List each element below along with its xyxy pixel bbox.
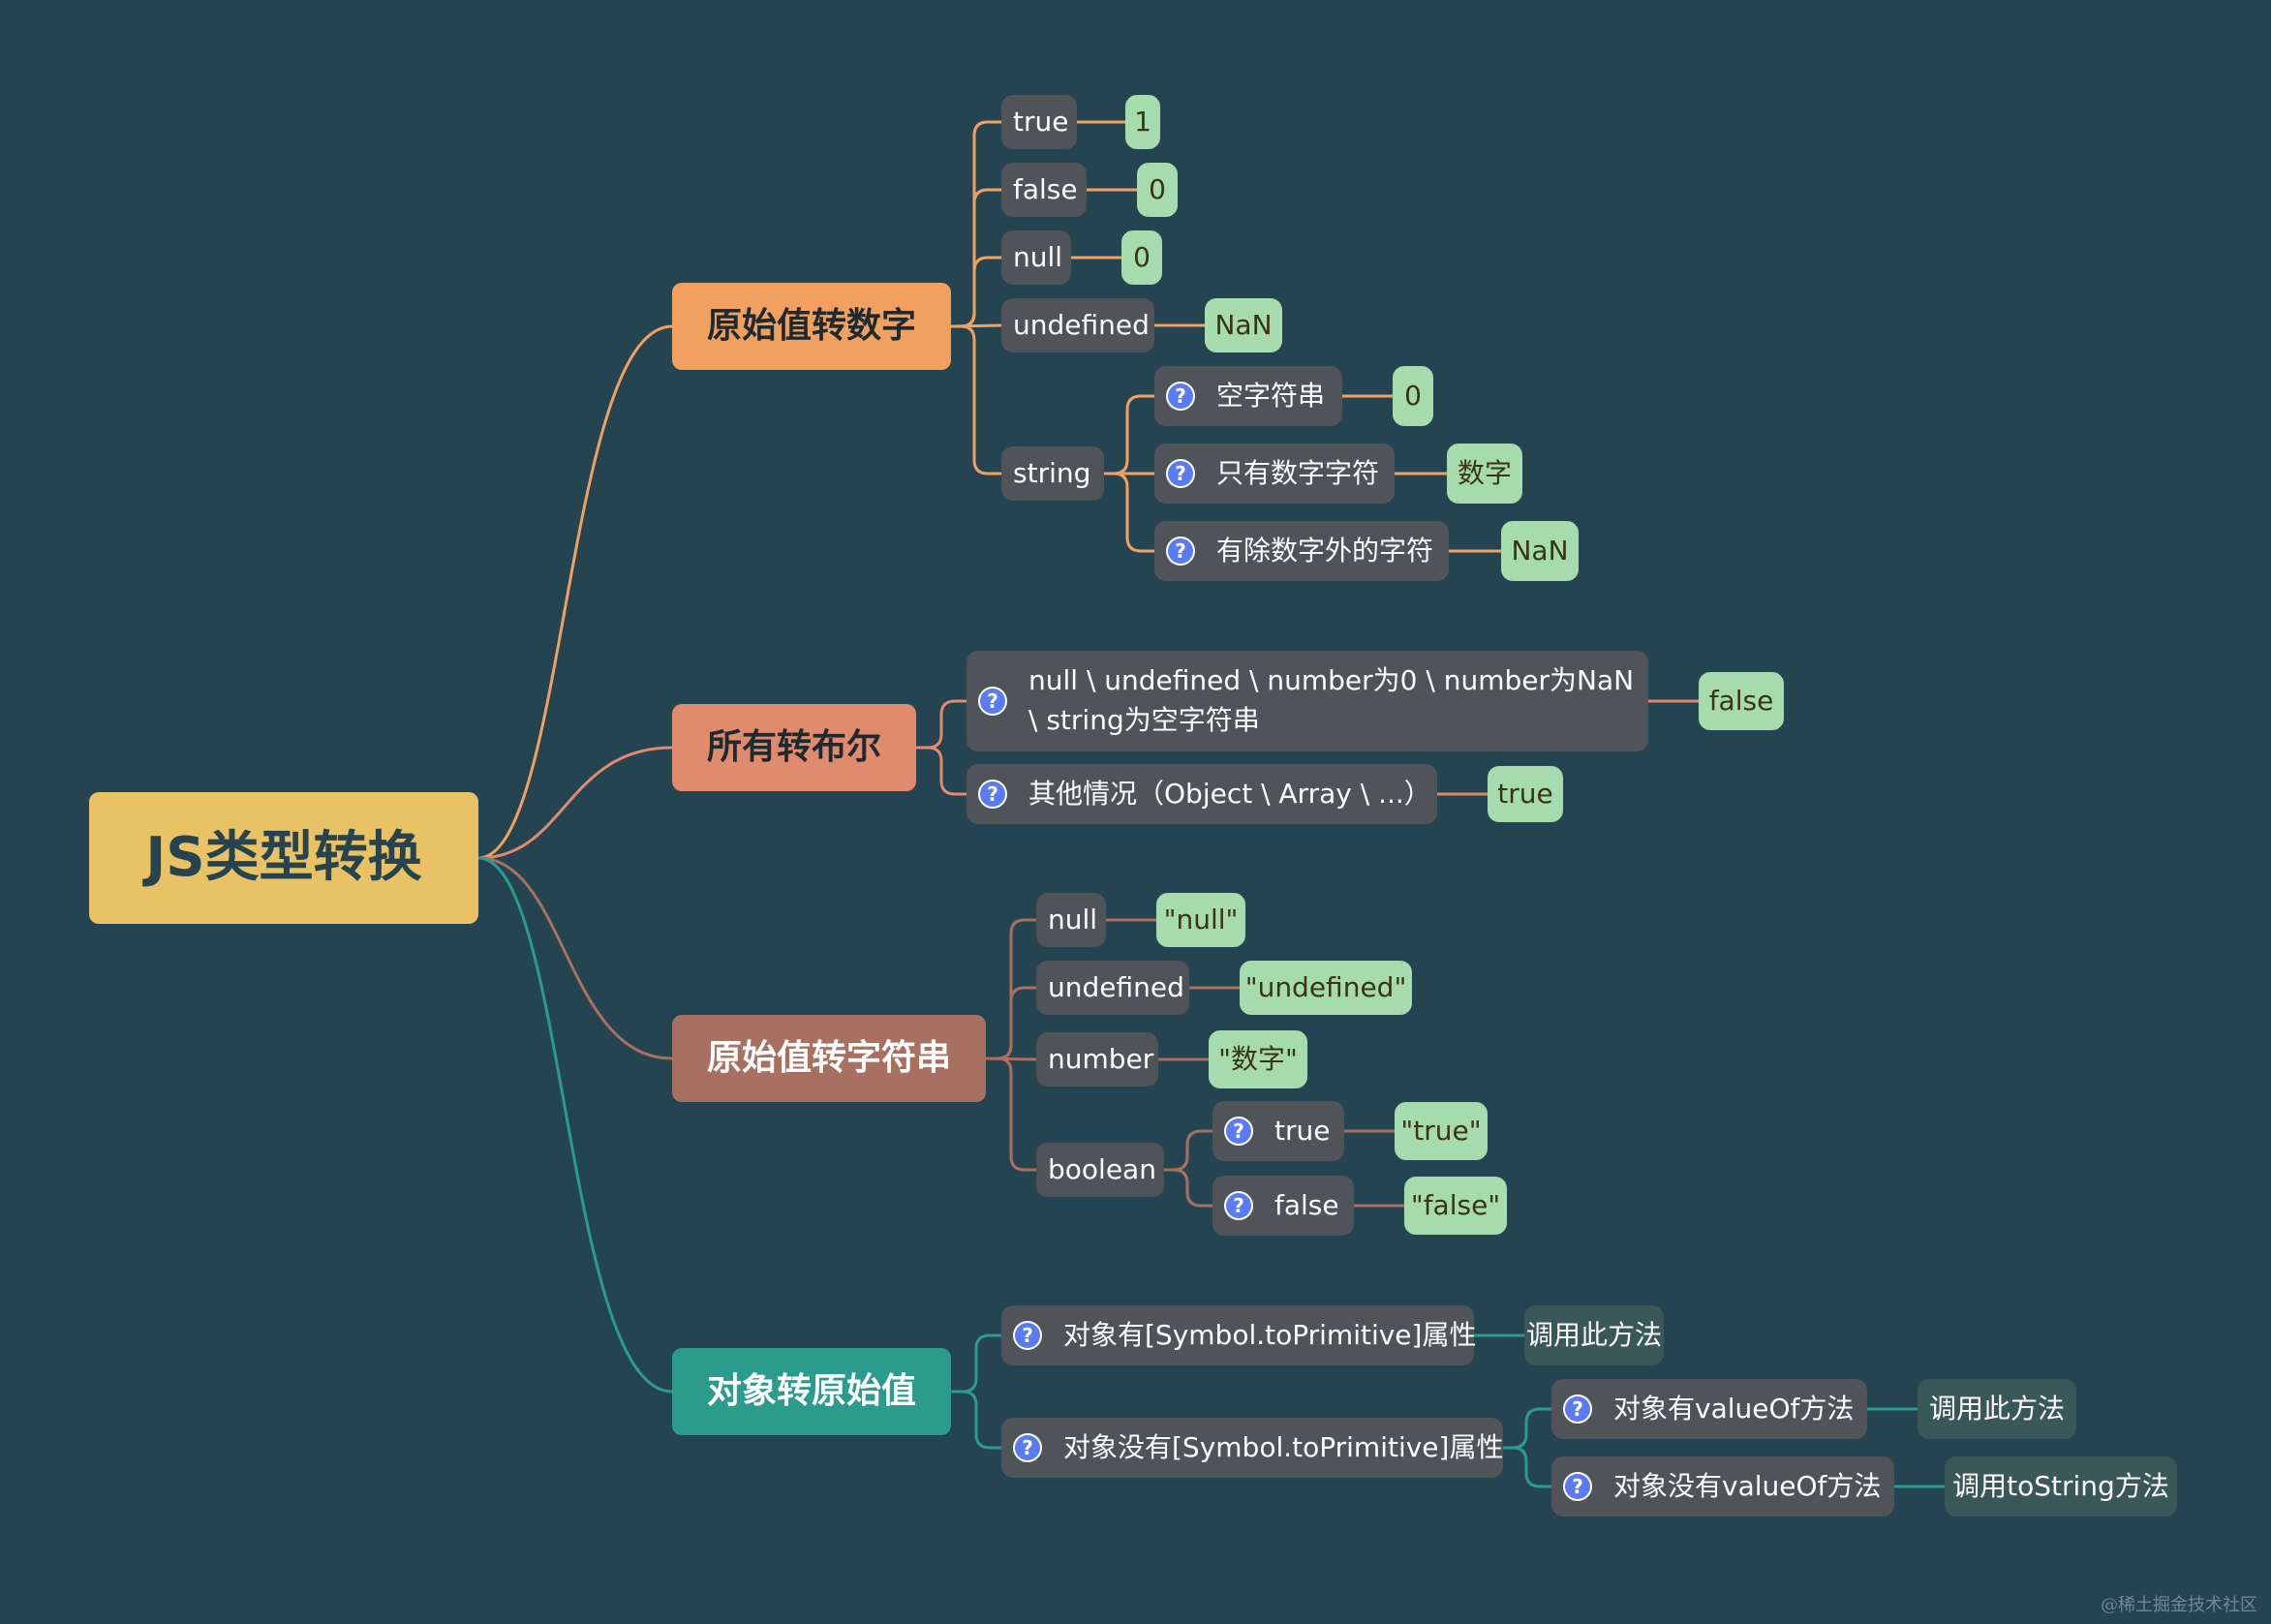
connector-boolean-topic	[1164, 1168, 1212, 1208]
connector-boolean-topic	[916, 746, 967, 796]
topic-has-valueof[interactable]: ? 对象有valueOf方法	[1551, 1379, 1867, 1439]
topic-label: 空字符串	[1216, 380, 1326, 413]
topic-label: false	[1274, 1189, 1339, 1222]
value-1[interactable]: 1	[1125, 95, 1160, 149]
value-nan[interactable]: NaN	[1501, 521, 1579, 581]
topic-label: 对象没有[Symbol.toPrimitive]属性	[1063, 1431, 1504, 1464]
topic-undefined[interactable]: undefined	[1001, 298, 1154, 352]
connector-string-topic	[986, 986, 1036, 1060]
center-topic[interactable]: JS类型转换	[89, 792, 478, 924]
question-circle-icon[interactable]: ?	[1563, 1394, 1592, 1424]
connector-string-topic	[1104, 472, 1154, 553]
topic-undefined[interactable]: undefined	[1036, 961, 1189, 1015]
question-circle-icon[interactable]: ?	[1166, 459, 1195, 488]
value-0[interactable]: 0	[1393, 366, 1433, 426]
question-circle-icon[interactable]: ?	[1224, 1117, 1253, 1146]
question-circle-icon[interactable]: ?	[978, 780, 1007, 809]
value-number-string[interactable]: "数字"	[1209, 1030, 1307, 1088]
value-null-string[interactable]: "null"	[1156, 893, 1245, 947]
topic-non-digit-chars[interactable]: ? 有除数字外的字符	[1154, 521, 1449, 581]
connector-valueof-topic	[1503, 1407, 1551, 1450]
question-circle-icon[interactable]: ?	[1563, 1472, 1592, 1501]
question-circle-icon[interactable]: ?	[1166, 382, 1195, 411]
question-circle-icon[interactable]: ?	[1166, 536, 1195, 566]
topic-label: 对象有[Symbol.toPrimitive]属性	[1063, 1319, 1477, 1352]
topic-null[interactable]: null	[1001, 230, 1071, 285]
branch-to-string[interactable]: 原始值转字符串	[672, 1015, 986, 1102]
question-circle-icon[interactable]: ?	[1013, 1433, 1042, 1462]
connector-boolean-topic	[916, 699, 967, 750]
question-circle-icon[interactable]: ?	[1224, 1191, 1253, 1220]
connector-center-string	[477, 856, 673, 1060]
connector-string-topic	[986, 1057, 1036, 1172]
topic-label: 有除数字外的字符	[1216, 535, 1434, 567]
value-call-tostring[interactable]: 调用toString方法	[1945, 1456, 2177, 1517]
value-false[interactable]: false	[1699, 672, 1784, 730]
topic-false[interactable]: false	[1001, 163, 1087, 217]
connector-object-topic	[951, 1333, 1001, 1394]
value-call-this-method[interactable]: 调用此方法	[1918, 1379, 2076, 1439]
topic-label: null \ undefined \ number为0 \ number为NaN…	[1028, 664, 1635, 736]
connector-center-number	[477, 324, 673, 860]
value-false-string[interactable]: "false"	[1404, 1177, 1507, 1235]
value-number[interactable]: 数字	[1447, 444, 1522, 504]
value-0[interactable]: 0	[1137, 163, 1178, 217]
connector-boolean-topic	[1164, 1129, 1212, 1172]
value-true[interactable]: true	[1488, 766, 1563, 822]
question-circle-icon[interactable]: ?	[1013, 1321, 1042, 1350]
value-undefined-string[interactable]: "undefined"	[1240, 961, 1412, 1015]
branch-object-to-primitive[interactable]: 对象转原始值	[672, 1348, 951, 1435]
topic-label: 对象有valueOf方法	[1613, 1393, 1855, 1425]
topic-string[interactable]: string	[1001, 446, 1104, 501]
value-0[interactable]: 0	[1121, 230, 1162, 285]
topic-digits-only[interactable]: ? 只有数字字符	[1154, 444, 1395, 504]
branch-to-boolean[interactable]: 所有转布尔	[672, 704, 916, 791]
question-circle-icon[interactable]: ?	[978, 687, 1007, 716]
value-true-string[interactable]: "true"	[1395, 1102, 1488, 1160]
topic-true[interactable]: true	[1001, 95, 1077, 149]
topic-label: 只有数字字符	[1216, 457, 1380, 490]
branch-to-number[interactable]: 原始值转数字	[672, 283, 951, 370]
topic-empty-string[interactable]: ? 空字符串	[1154, 366, 1342, 426]
topic-other-cases[interactable]: ? 其他情况（Object \ Array \ ...）	[967, 764, 1437, 824]
watermark: @稀土掘金技术社区	[2101, 1595, 2257, 1615]
value-call-this-method[interactable]: 调用此方法	[1524, 1305, 1664, 1365]
topic-has-toprimitive[interactable]: ? 对象有[Symbol.toPrimitive]属性	[1001, 1305, 1477, 1365]
connector-string-topic	[1104, 394, 1154, 475]
connector-center-boolean	[477, 746, 673, 860]
topic-bool-true[interactable]: ? true	[1212, 1101, 1344, 1161]
topic-no-valueof[interactable]: ? 对象没有valueOf方法	[1551, 1456, 1894, 1517]
connector-number-topic	[951, 120, 1001, 328]
topic-label: 其他情况（Object \ Array \ ...）	[1028, 778, 1431, 811]
connector-number-topic	[951, 324, 1001, 475]
connector-center-object	[477, 856, 673, 1394]
connector-number-topic	[951, 256, 1001, 328]
value-nan[interactable]: NaN	[1205, 298, 1282, 352]
topic-falsy-values[interactable]: ? null \ undefined \ number为0 \ number为N…	[967, 651, 1648, 751]
topic-boolean[interactable]: boolean	[1036, 1143, 1164, 1197]
connector-object-topic	[951, 1390, 1001, 1450]
topic-null[interactable]: null	[1036, 893, 1106, 947]
topic-bool-false[interactable]: ? false	[1212, 1176, 1354, 1236]
topic-label: true	[1274, 1115, 1331, 1148]
topic-no-toprimitive[interactable]: ? 对象没有[Symbol.toPrimitive]属性	[1001, 1418, 1503, 1478]
topic-number[interactable]: number	[1036, 1032, 1158, 1087]
connector-valueof-topic	[1503, 1446, 1551, 1488]
topic-label: 对象没有valueOf方法	[1613, 1470, 1882, 1503]
